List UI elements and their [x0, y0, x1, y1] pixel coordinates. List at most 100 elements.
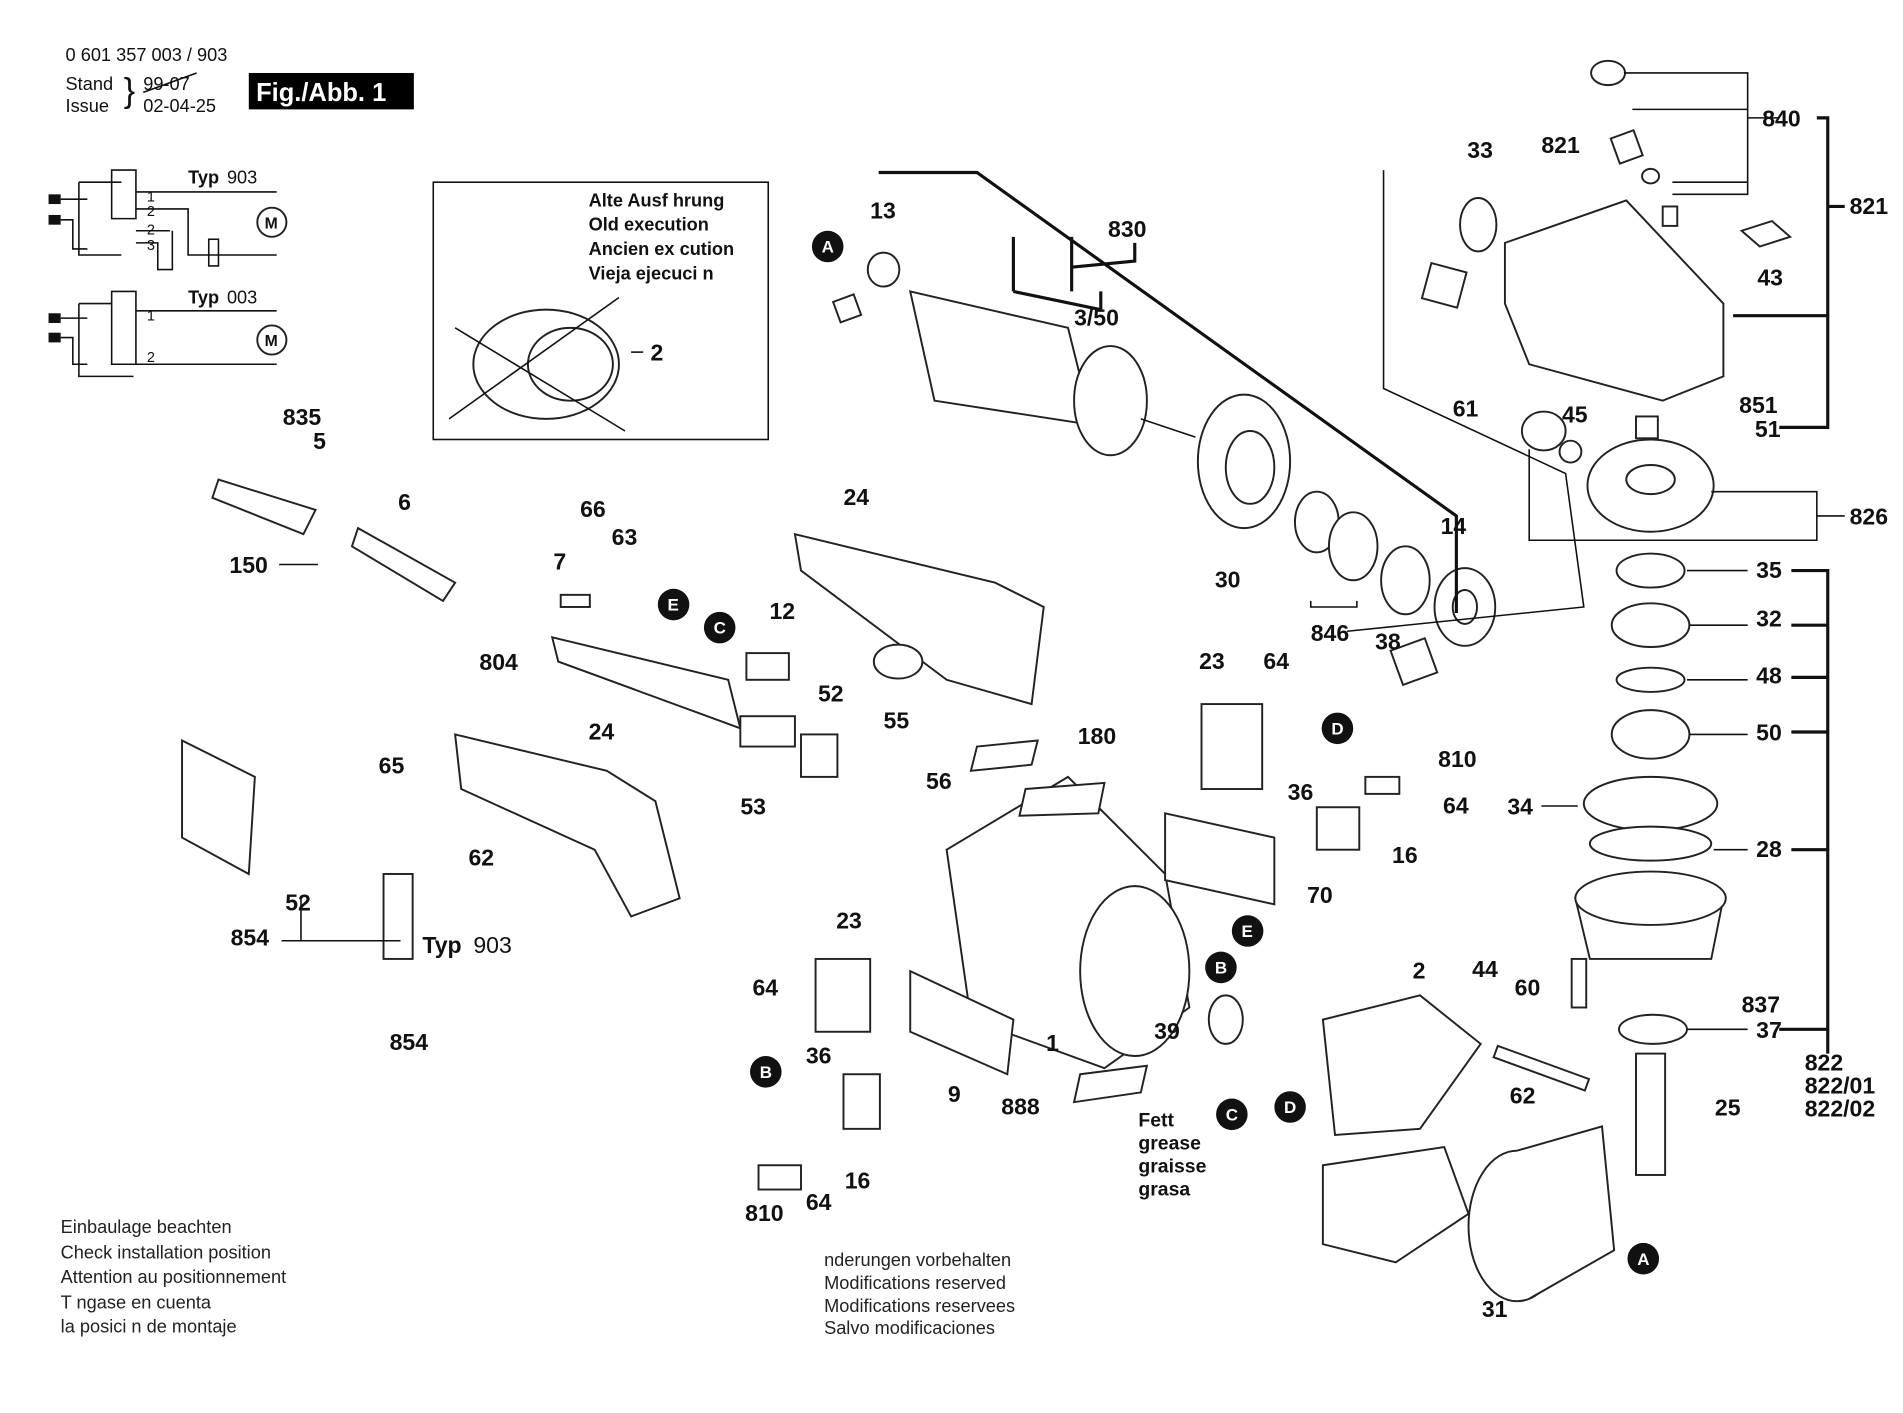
callout: 33	[1467, 137, 1493, 163]
callout: 37	[1756, 1017, 1782, 1043]
wiring-schematic-903: M Typ 903 1 2 2 3	[48, 167, 288, 271]
callout: 24	[589, 718, 615, 744]
callout: 6	[398, 489, 411, 515]
callout: 39	[1154, 1018, 1180, 1044]
callout: 830	[1108, 216, 1146, 242]
svg-text:Modifications reservees: Modifications reservees	[824, 1296, 1015, 1316]
callout: 64	[806, 1189, 832, 1215]
callout: 28	[1756, 836, 1782, 862]
svg-text:Attention au positionnement: Attention au positionnement	[61, 1267, 286, 1287]
svg-text:graisse: graisse	[1138, 1156, 1206, 1178]
callout: 34	[1507, 794, 1533, 820]
leader-lines	[279, 72, 1845, 1054]
callout: 13	[870, 198, 896, 224]
installation-note: Einbaulage beachten Check installation p…	[61, 1217, 286, 1337]
strike-line	[142, 72, 197, 94]
old-execution-box: Alte Ausf hrung Old execution Ancien ex …	[432, 181, 770, 441]
marker-a: A	[1637, 1250, 1649, 1269]
callout: 846	[1311, 620, 1349, 646]
callout: 32	[1756, 605, 1782, 631]
callout: 50	[1756, 719, 1782, 745]
callout: 1	[1046, 1030, 1059, 1056]
svg-text:003: 003	[227, 288, 257, 308]
marker-c: C	[714, 619, 726, 638]
svg-text:Modifications reserved: Modifications reserved	[824, 1273, 1006, 1293]
callout: 851	[1739, 392, 1778, 418]
callout: 3/50	[1074, 304, 1119, 330]
connection-markers: A A E C D B E B C D	[657, 230, 1660, 1275]
marker-b: B	[760, 1063, 772, 1082]
callout: 822/02	[1805, 1096, 1876, 1122]
svg-text:3: 3	[147, 238, 155, 254]
svg-text:1: 1	[147, 190, 155, 206]
callout: 63	[612, 524, 638, 550]
callout: 822	[1805, 1050, 1843, 1076]
callout: 5	[313, 428, 326, 454]
part-number: 0 601 357 003 / 903	[66, 45, 228, 65]
callout: 840	[1762, 105, 1800, 131]
callout: 150	[229, 552, 267, 578]
callout: 43	[1757, 264, 1783, 290]
svg-text:Einbaulage beachten: Einbaulage beachten	[61, 1217, 232, 1237]
callout: 30	[1215, 567, 1241, 593]
svg-text:grease: grease	[1138, 1132, 1201, 1154]
marker-e: E	[1242, 922, 1253, 941]
callout: 822/01	[1805, 1073, 1876, 1099]
callout: 7	[553, 548, 566, 574]
svg-text:2: 2	[147, 222, 155, 238]
callout: 25	[1715, 1094, 1741, 1120]
marker-e: E	[668, 596, 679, 615]
typ-value: 903	[473, 932, 511, 958]
svg-text:Alte Ausf hrung: Alte Ausf hrung	[589, 190, 725, 210]
callout: 64	[1263, 648, 1289, 674]
callouts: 13 830 3/50 33 821 840 821 43 61 45 851 …	[229, 105, 1888, 1322]
callout-old-stator: 2	[651, 340, 664, 366]
svg-text:Ancien ex cution: Ancien ex cution	[589, 239, 735, 259]
svg-text:Typ: Typ	[188, 288, 219, 308]
callout: 48	[1756, 662, 1782, 688]
callout: 854	[390, 1029, 429, 1055]
callout: 835	[283, 404, 322, 430]
callout: 55	[884, 707, 910, 733]
callout: 60	[1515, 974, 1541, 1000]
callout: 51	[1755, 416, 1781, 442]
svg-text:T ngase en cuenta: T ngase en cuenta	[61, 1292, 212, 1312]
svg-text:Old execution: Old execution	[589, 215, 709, 235]
brace: }	[124, 72, 135, 110]
svg-text:Salvo modificaciones: Salvo modificaciones	[824, 1318, 995, 1338]
modifications-note: nderungen vorbehalten Modifications rese…	[824, 1250, 1015, 1338]
callout: 53	[740, 794, 766, 820]
callout: 52	[818, 681, 844, 707]
callout: 16	[1392, 842, 1418, 868]
svg-text:903: 903	[227, 167, 257, 187]
grease-note: Fett grease graisse grasa	[1138, 1109, 1206, 1200]
callout: 16	[845, 1167, 871, 1193]
callout: 810	[1438, 746, 1476, 772]
svg-text:1: 1	[147, 309, 155, 325]
callout: 62	[468, 844, 494, 870]
callout: 45	[1562, 402, 1588, 428]
callout: 38	[1375, 628, 1401, 654]
callout: 65	[379, 752, 405, 778]
callout: 821	[1541, 132, 1580, 158]
callout: 64	[752, 974, 778, 1000]
callout: 62	[1510, 1082, 1536, 1108]
callout: 14	[1441, 513, 1467, 539]
svg-text:Check installation position: Check installation position	[61, 1243, 271, 1263]
callout: 36	[806, 1042, 832, 1068]
figure-label: Fig./Abb. 1	[256, 79, 386, 107]
stand-label: Stand	[66, 74, 114, 94]
callout: 23	[836, 908, 862, 934]
callout: 23	[1199, 648, 1225, 674]
callout: 888	[1001, 1093, 1040, 1119]
svg-text:2: 2	[147, 204, 155, 220]
callout: 61	[1453, 395, 1479, 421]
callout: 180	[1078, 723, 1116, 749]
parts	[181, 59, 1793, 1303]
marker-b: B	[1215, 959, 1227, 978]
callout: 837	[1742, 991, 1780, 1017]
svg-text:grasa: grasa	[1138, 1179, 1190, 1201]
marker-d: D	[1331, 719, 1343, 738]
marker-d: D	[1284, 1098, 1296, 1117]
